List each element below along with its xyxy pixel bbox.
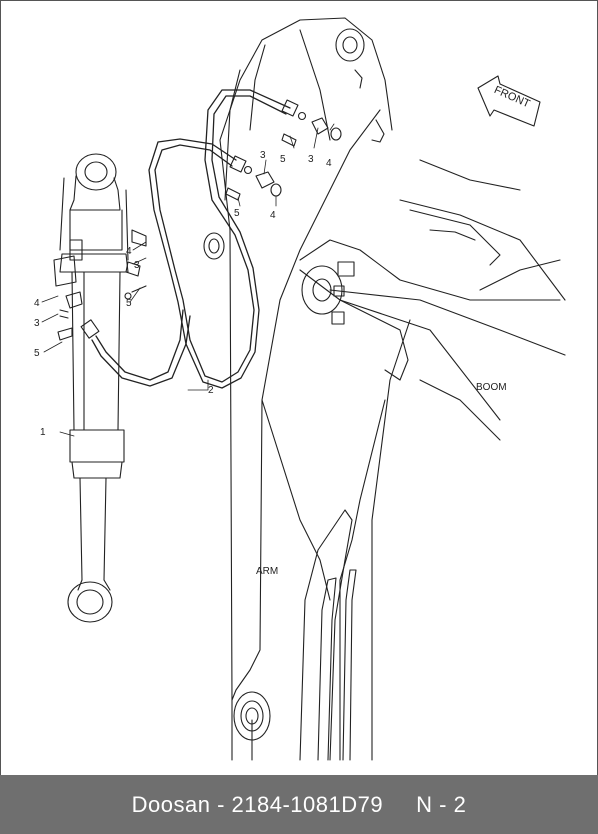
callout-5-upper-right: 5 [280,154,286,165]
boom-pivot [301,261,355,325]
footer-brand: Doosan [131,791,211,817]
callout-2: 2 [208,385,214,396]
callout-5-cylinder-left: 5 [34,348,40,359]
footer-bar: Doosan - 2184-1081D79 N - 2 [0,775,598,834]
callout-4-upper-right: 4 [326,158,332,169]
arm-pin-boss [233,691,271,741]
boom-label: BOOM [476,382,507,393]
leader-lines [41,123,335,437]
callout-3-upper-mid: 3 [260,150,266,161]
callout-3-cylinder-left: 3 [34,318,40,329]
footer-spacer [383,792,416,818]
arm-mount-hole [203,232,225,260]
callout-4-cylinder-right: 4 [126,246,132,257]
arm-top-boss [335,28,385,143]
callout-3-upper-right: 3 [308,154,314,165]
callout-4-upper-mid: 4 [270,210,276,221]
front-arrow [477,75,541,127]
footer-separator: - [210,791,232,817]
arm-label: ARM [256,566,278,577]
hose-assembly [91,89,291,389]
hydraulic-cylinder [53,153,147,623]
arm-outline [219,17,411,761]
footer-page: N - 2 [416,791,467,817]
callout-5-upper-mid: 5 [234,208,240,219]
callout-3-cylinder-right: 3 [134,260,140,271]
parts-diagram: FRONT BOOM ARM 1 2 3 3 3 3 4 4 4 4 5 5 5… [34,17,566,761]
footer-part-number: 2184-1081D79 [231,791,384,817]
callout-1: 1 [40,427,46,438]
callout-5-cylinder-right: 5 [126,298,132,309]
boom-outline [299,159,566,441]
callout-4-cylinder-left: 4 [34,298,40,309]
front-label: FRONT [492,84,532,110]
hose-fittings [80,99,307,339]
